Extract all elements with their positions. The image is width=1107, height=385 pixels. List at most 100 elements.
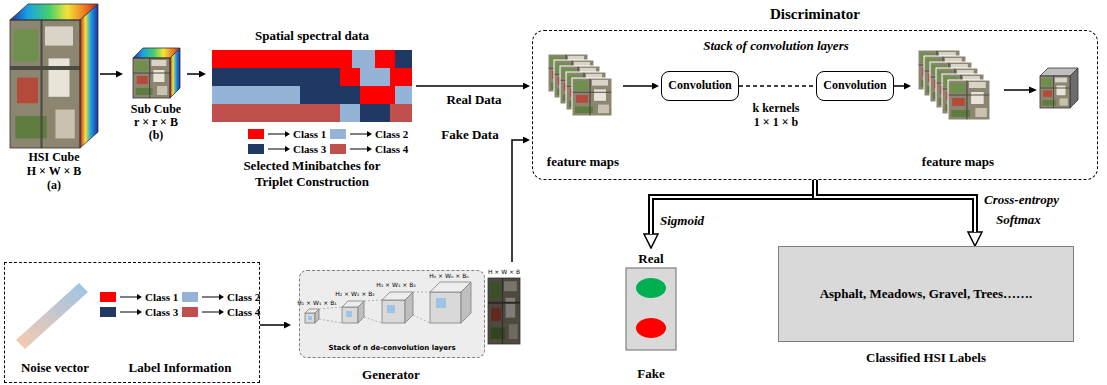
generator-network — [299, 270, 520, 358]
connector-line — [623, 85, 652, 87]
generator-network — [382, 300, 405, 323]
node-text: Asphalt, Meadows, Gravel, Trees……. — [778, 286, 1074, 302]
generator-node: GeneratorStack of n de-convolution layer… — [293, 262, 525, 384]
generator-network — [436, 298, 446, 308]
generator-network — [387, 305, 395, 313]
sub-cube — [133, 48, 180, 98]
node-text: r × r × B — [125, 115, 187, 130]
input-feature-maps — [572, 78, 612, 116]
minibatch-grid — [212, 50, 412, 122]
node-text: Selected Minibatches for Triplet Constru… — [227, 158, 397, 190]
output-arrow — [1029, 87, 1037, 94]
legend-arrow — [119, 293, 143, 301]
class-label-output: Asphalt, Meadows, Gravel, Trees……. Classi… — [778, 246, 1074, 380]
hsi-cube-node: HSI CubeH × W × B(a) — [8, 4, 100, 194]
minibatch-grid — [212, 68, 340, 86]
legend-text: Class 4 — [227, 306, 260, 318]
output-feature-maps — [948, 80, 990, 120]
connector-line — [894, 85, 904, 87]
real-fake-light — [636, 278, 666, 298]
legend-text: Class 3 — [293, 143, 326, 155]
legend-text: Class 1 — [293, 128, 326, 140]
legend-arrow — [119, 308, 143, 316]
connector-line — [416, 85, 523, 87]
legend-arrow-head — [367, 146, 372, 152]
hsi-cube — [10, 20, 80, 148]
connector-line — [512, 140, 523, 262]
sub-cube — [133, 58, 170, 98]
legend-swatch — [248, 129, 264, 139]
output-feature-maps — [918, 50, 990, 120]
connector — [815, 180, 975, 232]
feature-maps-node: feature maps — [913, 49, 1003, 174]
noise-vector — [16, 283, 88, 349]
annotation-label: Hₙ × Wₙ × Bₙ — [424, 272, 474, 279]
node-text: feature maps — [543, 154, 623, 170]
legend-text: Class 2 — [375, 128, 408, 140]
legend-item: Class 2 — [330, 127, 408, 140]
output-cube — [1040, 76, 1070, 108]
legend-arrow-line — [202, 296, 219, 297]
legend-arrow-line — [268, 133, 285, 134]
legend-text: Class 3 — [145, 306, 178, 318]
generator-network — [461, 282, 471, 323]
input-feature-maps — [572, 78, 612, 116]
connector-line-inner — [651, 180, 815, 234]
real-fake-light — [636, 318, 666, 338]
legend-arrow-head — [219, 309, 224, 315]
annotation-label: H₂ × W₂ × B₂ — [331, 290, 379, 297]
generator-network — [305, 313, 315, 323]
node-text: Convolution — [662, 78, 738, 93]
connector-label: Cross-entropy — [984, 192, 1084, 208]
annotation-label: k kernels — [736, 101, 816, 116]
legend-item: Class 1 — [100, 290, 178, 303]
legend-arrow — [349, 130, 373, 138]
real-fake-light — [626, 268, 676, 350]
node-text: Sub Cube — [125, 102, 187, 117]
generator-network — [358, 301, 364, 323]
legend-arrow — [349, 145, 373, 153]
annotation-label: H × W × B — [484, 268, 524, 275]
node-text: feature maps — [913, 154, 1003, 170]
hsi-cube — [10, 4, 98, 148]
legend-swatch — [330, 129, 346, 139]
legend-arrow — [267, 145, 291, 153]
legend-item: Class 3 — [248, 142, 326, 155]
connector — [894, 86, 904, 87]
node-text: (b) — [125, 128, 187, 143]
annotation-label: 1 × 1 × b — [736, 115, 816, 130]
generator-network — [299, 270, 485, 358]
node-text: Label Information — [109, 360, 251, 376]
node-text: Generator — [293, 367, 489, 383]
sub-cube-node: Sub Cuber × r × B(b) — [125, 44, 187, 142]
minibatch-grid — [352, 50, 375, 68]
connector-label: Fake Data — [434, 127, 506, 143]
connector — [623, 86, 652, 87]
legend-arrow-head — [285, 146, 290, 152]
minibatch-grid — [340, 68, 360, 86]
connector — [651, 180, 815, 234]
input-feature-maps — [548, 54, 612, 116]
connector — [100, 74, 116, 75]
legend-arrow — [201, 308, 225, 316]
legend-swatch — [182, 307, 198, 317]
node-text: Convolution — [817, 78, 893, 93]
connector-label: Sigmoid — [660, 213, 730, 229]
node-text: HSI Cube — [8, 150, 100, 165]
node-text: (a) — [8, 178, 100, 193]
node-text: Classified HSI Labels — [778, 350, 1074, 366]
connector — [512, 140, 523, 262]
annotation-label: Stack of convolution layers — [661, 38, 891, 54]
minibatch-grid — [212, 86, 300, 104]
legend-arrow-head — [367, 131, 372, 137]
connector-line — [651, 180, 815, 234]
output-cube — [1040, 68, 1078, 108]
node-text: Discriminator — [533, 6, 1097, 23]
minibatch-grid — [390, 68, 412, 86]
process-box: Convolution — [661, 71, 739, 101]
generator-network — [405, 292, 413, 323]
legend-arrow — [201, 293, 225, 301]
connector-line — [100, 73, 116, 75]
legend-text: Class 2 — [227, 291, 260, 303]
